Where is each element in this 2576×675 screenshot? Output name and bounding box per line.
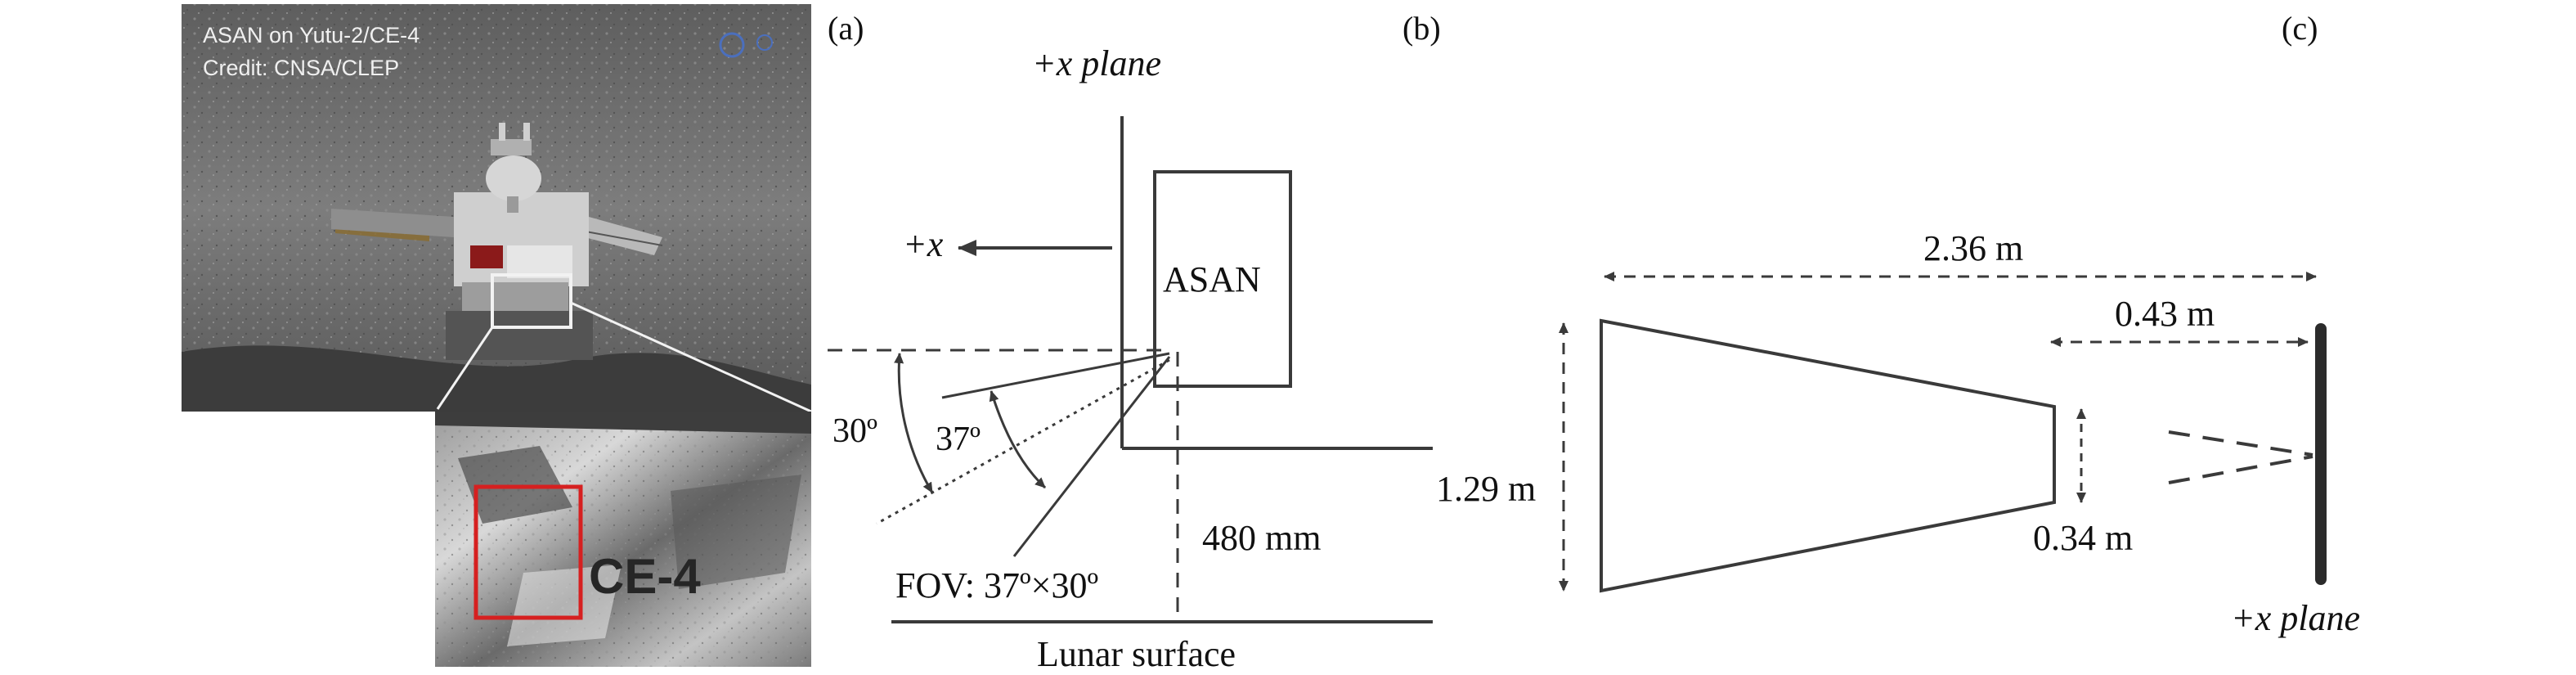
plane-label-c: +x plane	[2231, 598, 2360, 638]
lunar-surface-label: Lunar surface	[1037, 634, 1236, 674]
panel-a-label: (a)	[828, 10, 864, 47]
panel-b-diagram: (b) +x plane ASAN +x 30º 37º FOV: 37º×30…	[828, 10, 1441, 674]
converging-ray-upper	[2168, 430, 2313, 457]
asan-label: ASAN	[1163, 259, 1261, 299]
credit-line-2: Credit: CNSA/CLEP	[203, 56, 399, 80]
panel-c-diagram: (c) 2.36 m 0.43 m 1.29 m 0.34 m +x plane	[1436, 10, 2360, 638]
left-height-label: 1.29 m	[1436, 469, 1536, 509]
plane-label-b: +x plane	[1032, 43, 1161, 83]
length-236-label: 2.36 m	[1923, 228, 2023, 268]
fov-ray-lower	[1012, 356, 1171, 557]
panel-a-photo: ASAN on Yutu-2/CE-4 Credit: CNSA/CLEP	[182, 4, 812, 413]
rover-illustration	[331, 123, 663, 360]
inset-red-box	[473, 484, 583, 620]
inset-ce4-marking: CE-4	[589, 549, 701, 604]
converging-ray-lower	[2168, 455, 2313, 484]
angle-arc-37	[989, 390, 1047, 489]
panel-b-label: (b)	[1402, 10, 1441, 47]
panel-a-inset: CE-4	[435, 412, 811, 667]
angle-30-label: 30º	[832, 412, 877, 450]
height-480-label: 480 mm	[1202, 518, 1321, 558]
angle-37-label: 37º	[936, 421, 981, 458]
asan-box	[1153, 170, 1292, 388]
panel-c-label: (c)	[2282, 10, 2318, 47]
cnsa-logo	[719, 32, 773, 58]
fov-ray-dotted	[876, 358, 1170, 525]
distance-043-label: 0.43 m	[2115, 294, 2215, 334]
fov-ray-upper	[941, 352, 1170, 399]
credit-line-1: ASAN on Yutu-2/CE-4	[203, 23, 420, 47]
x-axis-label: +x	[903, 224, 944, 264]
fov-label: FOV: 37º×30º	[895, 565, 1098, 605]
asan-highlight-box	[491, 273, 572, 329]
fov-trapezoid	[1600, 318, 2056, 593]
right-height-label: 0.34 m	[2033, 518, 2133, 558]
angle-arc-30	[894, 353, 934, 493]
